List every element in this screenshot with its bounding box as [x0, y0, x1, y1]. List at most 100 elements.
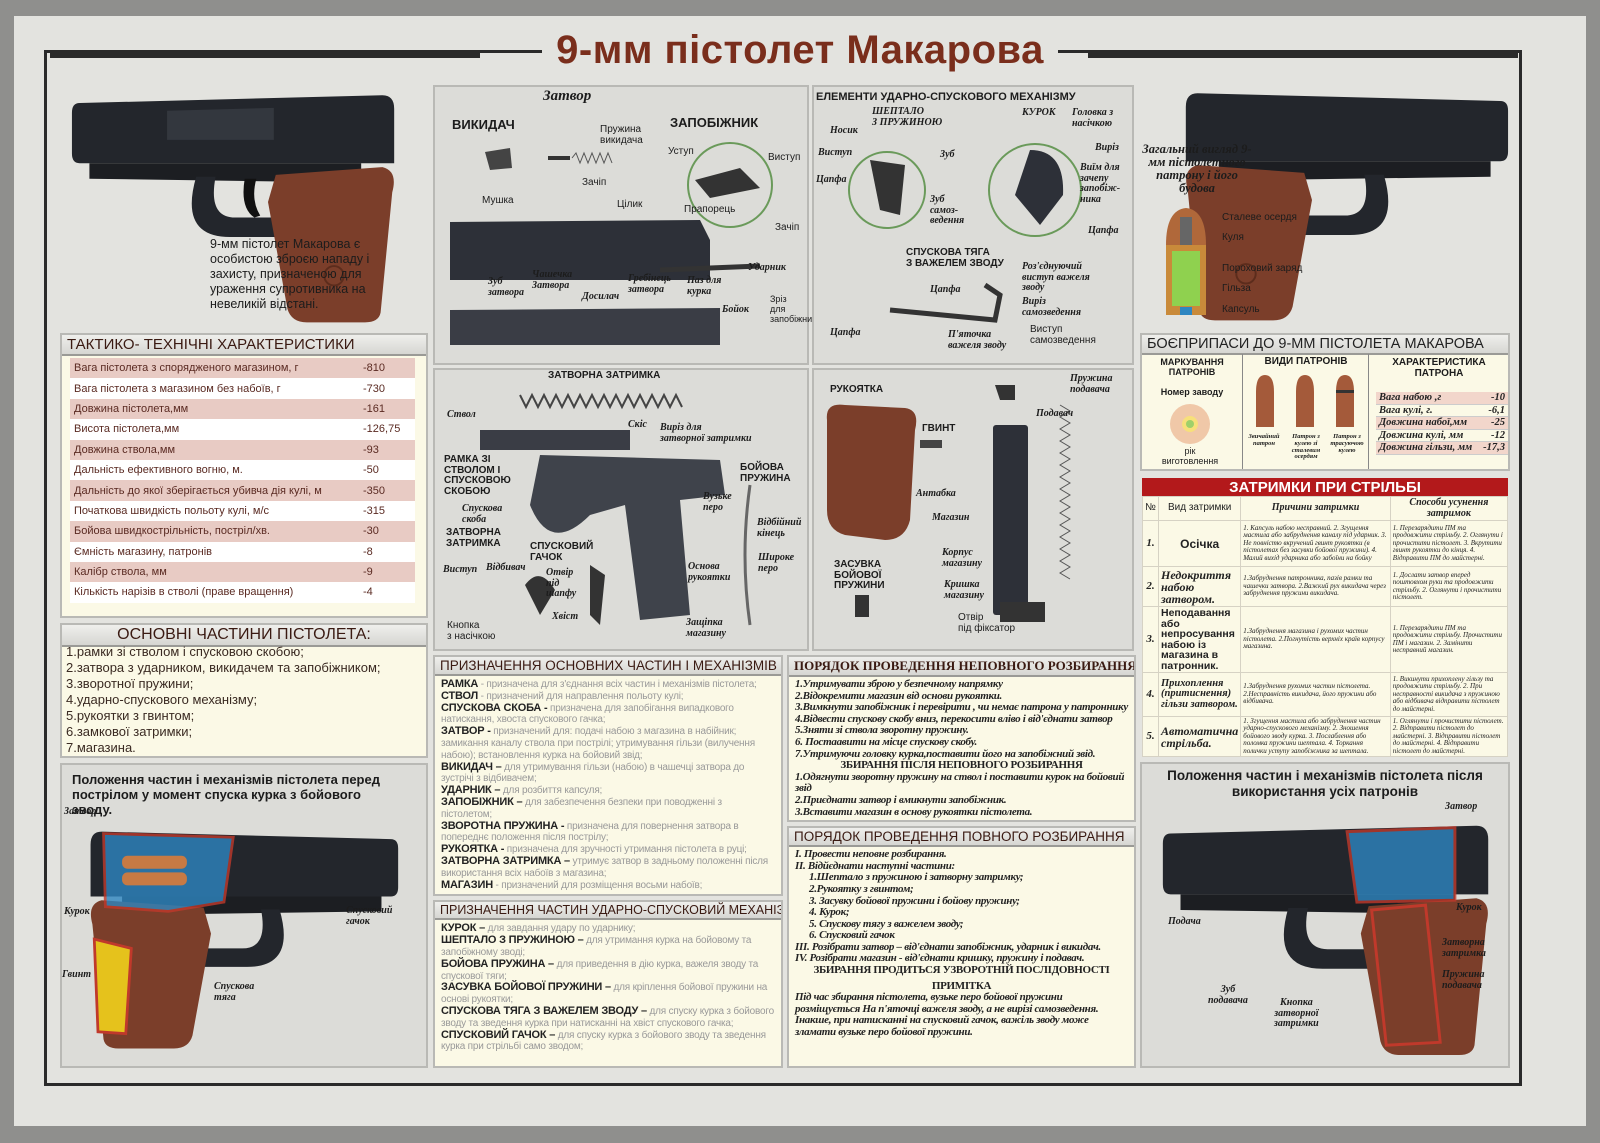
slide-parts-diagram	[450, 142, 773, 345]
ttx-value: -9	[363, 566, 373, 579]
label-extractor: ВИКИДАЧ	[452, 117, 515, 132]
purpose-text: для приведення в дію курка, важеля зводу…	[441, 958, 759, 982]
ttx-value: -4	[363, 586, 373, 599]
parts-heading: ОСНОВНІ ЧАСТИНИ ПІСТОЛЕТА:	[62, 625, 426, 647]
delays-header-row: № Вид затримки Причини затримки Способи …	[1142, 496, 1509, 521]
label-trigger-bar: Спускова тяга	[214, 981, 255, 1003]
label-feed: Подача	[1168, 916, 1201, 927]
label-slide-tooth: Зуб затвора	[488, 276, 525, 298]
step: I. Провести неповне розбирання.	[795, 848, 947, 861]
ttx-name: Довжина ствола,мм	[74, 443, 176, 456]
parts-item: 7.магазина.	[66, 740, 136, 755]
purpose-term: СПУСКОВИЙ ГАЧОК –	[441, 1028, 556, 1041]
delay-no: 2.	[1142, 566, 1159, 607]
col-kind: Вид затримки	[1157, 496, 1242, 521]
ammo-char-title: ХАРАКТЕРИСТИКА ПАТРОНА	[1392, 357, 1486, 379]
char-row: Вага кулі, г.-6,1	[1376, 404, 1508, 417]
purpose-trigger-heading: ПРИЗНАЧЕННЯ ЧАСТИН УДАРНО-СПУСКОВИЙ МЕХА…	[435, 902, 781, 921]
char-value: -6,1	[1488, 404, 1505, 416]
delay-fixes: 1. Перезарядити ПМ та продовжити стрільб…	[1389, 606, 1509, 673]
char-name: Довжина кулі, мм	[1379, 429, 1464, 441]
char-row: Довжина набої,мм-25	[1376, 417, 1508, 430]
ammo-heading: БОЄПРИПАСИ ДО 9-ММ ПІСТОЛЕТА МАКАРОВА	[1142, 335, 1508, 355]
ttx-name: Кількість нарізів в стволі (праве вращен…	[74, 586, 294, 599]
ttx-value: -730	[363, 382, 386, 395]
label-sear: ШЕПТАЛО З ПРУЖИНОЮ	[872, 106, 943, 128]
delay-no: 3.	[1142, 606, 1159, 673]
label-nose: Носик	[830, 125, 858, 136]
ttx-name: Вага пістолета з магазином без набоїв, г	[74, 382, 281, 395]
purpose-text: призначена для повернення затвора в попе…	[441, 820, 739, 844]
purpose-column: ПРИЗНАЧЕННЯ ОСНОВНИХ ЧАСТИН І МЕХАНІЗМІВ…	[433, 655, 783, 1068]
char-value: -25	[1491, 417, 1505, 428]
label-powder: Пороховий заряд	[1222, 263, 1303, 274]
purpose-term: БОЙОВА ПРУЖИНА –	[441, 957, 554, 970]
parts-item: 3.зворотної пружини;	[66, 676, 194, 691]
step: II. Відйєднати наступні частини:	[795, 859, 955, 872]
step: III. Розібрати затвор – від'єднати запоб…	[795, 940, 1101, 953]
label-self-cocking-cut: Виріз самозведення	[1022, 296, 1081, 318]
label-wide-leaf: Широке перо	[758, 552, 795, 574]
label-flag: Прапорець	[684, 204, 736, 215]
purpose-item: РУКОЯТКА - призначена для зручності утри…	[441, 843, 775, 856]
ttx-value: -30	[363, 525, 379, 538]
divider	[1242, 354, 1243, 469]
delay-kind: Неподавання або непросування набою із ма…	[1157, 606, 1242, 673]
label-case: Гільза	[1222, 283, 1251, 294]
purpose-item: УДАРНИК – для розбиття капсуля;	[441, 784, 775, 797]
label-slide-stop: ЗАТВОРНА ЗАТРИМКА	[446, 527, 501, 549]
delay-causes: 1. Капсуль набою несправний. 2. Згущення…	[1240, 520, 1391, 567]
ttx-value: -350	[363, 484, 386, 497]
ammo-factory-number: Номер заводу	[1160, 387, 1224, 397]
ttx-name: Ємність магазину, патронів	[74, 545, 212, 558]
label-rear-sight: Цілик	[617, 199, 643, 210]
char-value: -10	[1491, 392, 1505, 403]
step: 1.Утримувати зброю у безпечному напрямку	[795, 678, 1003, 690]
ttx-name: Вага пістолета з спорядженого магазином,…	[74, 362, 299, 375]
purpose-term: СПУСКОВА СКОБА -	[441, 701, 548, 714]
purpose-item: ЗАТВОРНА ЗАТРИМКА – утримує затвор в зад…	[441, 855, 775, 880]
step: 1.Одягнути зворотну пружину на ствол і п…	[795, 770, 1125, 795]
ttx-value: -810	[363, 362, 386, 375]
purpose-item: РАМКА - призначена для з'єднання всіх ча…	[441, 678, 775, 691]
label-slide-stop: Затворна затримка	[1442, 937, 1486, 959]
label-steel-core: Сталеве осердя	[1222, 212, 1297, 223]
label-pin-hole: Отвір під шапфу	[546, 567, 577, 599]
ttx-row: Початкова швидкість польоту кулі, м/с-31…	[70, 500, 415, 522]
ttx-value: -315	[363, 504, 386, 517]
label-trigger: Спусковий гачок	[346, 905, 393, 927]
purpose-item: СПУСКОВА ТЯГА З ВАЖЕЛЕМ ЗВОДУ – для спус…	[441, 1005, 775, 1030]
label-cut: Виріз	[1095, 142, 1119, 153]
ttx-value: -93	[363, 443, 379, 456]
purpose-item: ЗАТВОР - призначений для: подачі набою з…	[441, 725, 775, 761]
label-follower-spring: Пружина подавача	[1070, 373, 1113, 395]
label-primer: Капсуль	[1222, 304, 1260, 315]
purpose-item: БОЙОВА ПРУЖИНА – для приведення в дію ку…	[441, 957, 775, 983]
ttx-value: -126,75	[363, 423, 401, 436]
purpose-text: - призначений для направлення польоту ку…	[478, 690, 684, 702]
delay-row: 5.Автоматична стрільба.1. Згущення масти…	[1142, 716, 1509, 757]
char-row: Довжина гільзи, мм-17,3	[1376, 442, 1508, 455]
delay-fixes: 1. Викинути прихоплену гільзу та продовж…	[1389, 672, 1509, 717]
label-pin-2: Цапфа	[1088, 225, 1119, 236]
purpose-text: утримує затвор в задньому положенні післ…	[441, 855, 769, 879]
char-row: Вага набою ,г-10	[1376, 392, 1508, 405]
label-safety-cut: Зріз для запобіжника	[770, 294, 822, 324]
delay-fixes: 1. Перезарядити ПМ та продовжити стрільб…	[1389, 520, 1509, 567]
ttx-row: Вага пістолета з магазином без набоїв, г…	[70, 378, 415, 399]
label-safety: ЗАПОБІЖНИК	[670, 115, 759, 130]
step: 2.Приєднати затвор і вмикнути запобіжник…	[795, 793, 1007, 806]
purpose-term: РУКОЯТКА -	[441, 843, 505, 856]
ammo-char-table: Вага набою ,г-10 Вага кулі, г.-6,1 Довжи…	[1376, 392, 1508, 455]
frame-panel-title: ЗАТВОРНА ЗАТРИМКА	[548, 370, 661, 381]
cartridge-heading: Загальний вигляд 9-мм пістолетного патро…	[1142, 142, 1252, 196]
step: 5. Спускову тягу з важелем зводу;	[809, 917, 964, 930]
partial-steps: 1.Утримувати зброю у безпечному напрямку…	[789, 677, 1134, 820]
step: 6. Постаавити на місце спускову скобу.	[795, 735, 977, 748]
ammo-type: Патрон з трасуючою кулею	[1330, 433, 1364, 454]
label-ledge: Уступ	[668, 146, 694, 157]
ttx-row: Вага пістолета з спорядженого магазином,…	[70, 358, 415, 379]
delay-fixes: 1. Дослати затвор вперед поштовхом руки …	[1389, 566, 1509, 607]
col-fixes: Способи усунення затримок	[1389, 496, 1509, 521]
partial-heading: ПОРЯДОК ПРОВЕДЕННЯ НЕПОВНОГО РОЗБИРАННЯ	[789, 657, 1134, 677]
